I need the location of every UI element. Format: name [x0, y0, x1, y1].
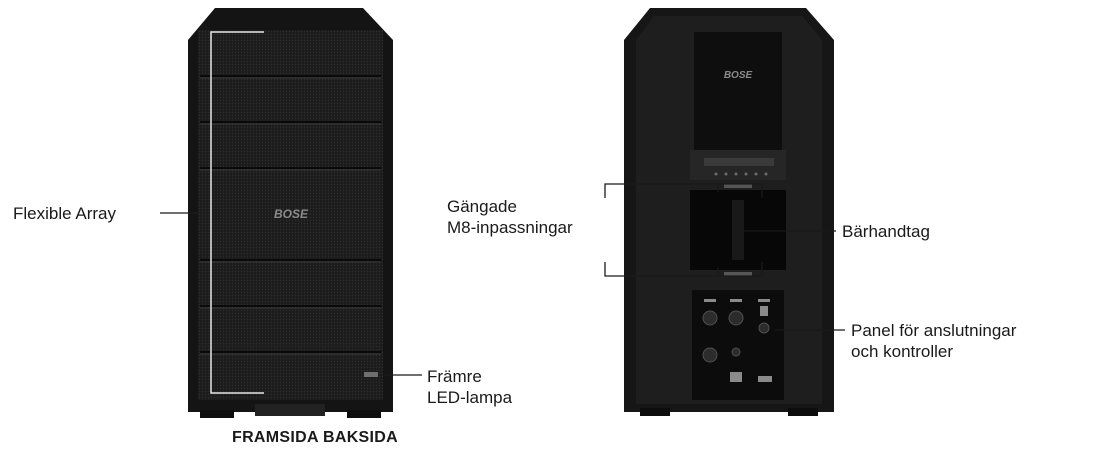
front-led-indicator — [364, 372, 378, 377]
m8-insert — [724, 272, 752, 276]
connections-panel — [692, 290, 784, 400]
label-threaded-line2: M8-inpassningar — [447, 218, 573, 237]
label-flexible-array: Flexible Array — [13, 204, 116, 223]
label-panel-line1: Panel för anslutningar — [851, 321, 1017, 340]
label-panel: Panel för anslutningar och kontroller — [851, 320, 1016, 362]
front-speaker — [188, 8, 393, 418]
m8-lower-bracket — [604, 262, 763, 277]
m8-upper-bracket — [604, 183, 763, 198]
label-front-led-line2: LED-lampa — [427, 388, 513, 407]
label-handle: Bärhandtag — [842, 222, 930, 241]
m8-insert — [724, 184, 752, 188]
label-threaded-inserts: Gängade M8-inpassningar — [447, 196, 573, 238]
label-panel-line2: och kontroller — [851, 342, 954, 361]
front-brand-logo: BOSE — [274, 207, 309, 221]
caption-front-back: FRAMSIDA BAKSIDA — [232, 429, 398, 446]
label-front-led: Främre LED-lampa — [427, 366, 512, 408]
back-brand-logo: BOSE — [724, 70, 753, 81]
label-front-led-line1: Främre — [427, 367, 482, 386]
back-speaker — [624, 8, 834, 416]
label-threaded-line1: Gängade — [447, 197, 517, 216]
